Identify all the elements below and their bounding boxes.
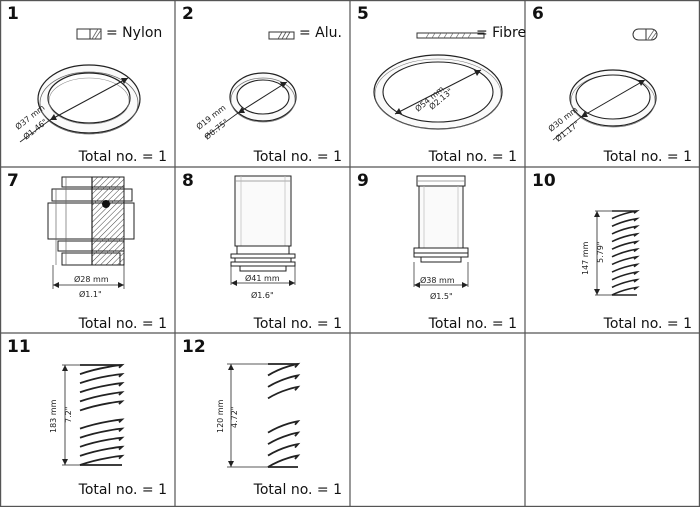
total-count-label: Total no. = 1 bbox=[428, 149, 517, 165]
total-count-label: Total no. = 1 bbox=[603, 149, 692, 165]
spring-coil bbox=[611, 248, 640, 258]
nylon-material-swatch-icon bbox=[76, 28, 102, 40]
length-inch-label: 5.79" bbox=[596, 242, 605, 264]
spring-drawing: 147 mm 5.79" bbox=[581, 209, 640, 296]
total-count-label: Total no. = 1 bbox=[603, 316, 692, 332]
part-cell-9: 9 Ø38 mm Ø1.5" Total no. = 1 bbox=[350, 167, 525, 336]
spring-coil bbox=[267, 454, 301, 468]
part-number: 10 bbox=[532, 171, 556, 191]
spring-coil bbox=[79, 400, 125, 412]
part-cell-11: 11 183 mm 7.2" Total no. = 1 bbox=[0, 333, 175, 502]
total-count-label: Total no. = 1 bbox=[78, 482, 167, 498]
spring-coil bbox=[611, 232, 640, 243]
alu-material-swatch-icon bbox=[268, 31, 295, 40]
spring-coil bbox=[79, 391, 125, 403]
length-inch-label: 7.2" bbox=[64, 407, 73, 423]
spring-coil bbox=[267, 362, 301, 377]
part-number: 1 bbox=[7, 4, 19, 24]
part-number: 11 bbox=[7, 337, 31, 357]
length-mm-label: 120 mm bbox=[216, 399, 225, 433]
diameter-mm-label: Ø28 mm bbox=[74, 274, 109, 284]
total-count-label: Total no. = 1 bbox=[78, 149, 167, 165]
fibre-ring-drawing: Ø54 mm Ø2.13" bbox=[373, 54, 503, 130]
spring-coil bbox=[79, 418, 125, 430]
length-mm-label: 147 mm bbox=[581, 241, 590, 275]
o-ring-material-swatch-icon bbox=[632, 28, 658, 41]
part-number: 2 bbox=[182, 4, 194, 24]
spring-coil bbox=[611, 209, 640, 220]
o-ring-drawing: Ø30 mm Ø1.17" bbox=[546, 69, 657, 144]
total-count-label: Total no. = 1 bbox=[253, 149, 342, 165]
part-number: 8 bbox=[182, 171, 194, 191]
material-label: = Fibre bbox=[476, 25, 527, 41]
material-label: = Alu. bbox=[299, 25, 342, 41]
spring-coil bbox=[267, 419, 301, 434]
part-cell-2: 2 = Alu. Ø19 mm Ø0.75" Total no. = 1 bbox=[175, 0, 350, 169]
diameter-mm-label: Ø41 mm bbox=[245, 273, 280, 283]
armature-section-drawing: Ø28 mm Ø1.1" bbox=[47, 176, 135, 299]
part-cell-7: 7 Ø28 mm Ø1.1" Total no. = bbox=[0, 167, 175, 336]
spring-coil bbox=[611, 278, 640, 289]
spring-drawing: 183 mm 7.2" bbox=[49, 363, 125, 466]
diameter-inch-label: Ø1.6" bbox=[251, 290, 274, 300]
spring-coil bbox=[611, 225, 640, 235]
total-count-label: Total no. = 1 bbox=[253, 316, 342, 332]
length-inch-label: 4.72" bbox=[230, 407, 239, 429]
spring-coil bbox=[611, 240, 640, 250]
total-count-label: Total no. = 1 bbox=[253, 482, 342, 498]
spring-coil bbox=[267, 442, 301, 457]
part-cell-1: 1 = Nylon Ø37 mm Ø1.46" Total no. = 1 bbox=[0, 0, 175, 169]
part-number: 9 bbox=[357, 171, 369, 191]
spring-coil bbox=[79, 454, 125, 466]
armature-tube-drawing: Ø41 mm Ø1.6" bbox=[230, 175, 296, 300]
alu-ring-drawing: Ø19 mm Ø0.75" bbox=[194, 72, 297, 142]
diameter-mm-label: Ø38 mm bbox=[420, 275, 455, 285]
part-number: 12 bbox=[182, 337, 206, 357]
spring-coil bbox=[611, 263, 640, 273]
part-cell-12: 12 120 mm 4.72" Total no. = 1 bbox=[175, 333, 350, 502]
spring-coil bbox=[611, 255, 640, 266]
spring-coil bbox=[79, 363, 125, 375]
diameter-inch-label: Ø1.1" bbox=[79, 289, 102, 299]
spring-drawing: 120 mm 4.72" bbox=[216, 362, 301, 468]
total-count-label: Total no. = 1 bbox=[78, 316, 167, 332]
spring-coil bbox=[79, 427, 125, 439]
material-label: = Nylon bbox=[106, 25, 163, 41]
spring-coil bbox=[611, 286, 640, 296]
spring-coil bbox=[79, 382, 125, 394]
part-cell-10: 10 147 mm 5.79" Total no. = 1 bbox=[525, 167, 700, 336]
spring-coil bbox=[267, 385, 301, 400]
nylon-ring-drawing: Ø37 mm Ø1.46" bbox=[13, 64, 141, 143]
part-number: 5 bbox=[357, 4, 369, 24]
part-number: 7 bbox=[7, 171, 19, 191]
diameter-inch-label: Ø1.5" bbox=[430, 291, 453, 301]
spring-coil bbox=[79, 436, 125, 448]
part-cell-5: 5 = Fibre Ø54 mm Ø2.13" Total no. = 1 bbox=[350, 0, 527, 169]
part-cell-6: 6 Ø30 mm Ø1.17" Total no. = 1 bbox=[525, 0, 700, 169]
fibre-material-swatch-icon bbox=[416, 32, 485, 39]
part-number: 6 bbox=[532, 4, 544, 24]
length-mm-label: 183 mm bbox=[49, 399, 58, 433]
spring-coil bbox=[267, 431, 301, 445]
spring-coil bbox=[611, 217, 640, 227]
spring-coil bbox=[611, 270, 640, 281]
part-cell-8: 8 Ø41 mm Ø1.6" Total no. = 1 bbox=[175, 167, 350, 336]
spring-coil bbox=[79, 445, 125, 457]
spring-coil bbox=[79, 372, 125, 385]
spring-coil bbox=[267, 374, 301, 388]
armature-tube-drawing: Ø38 mm Ø1.5" bbox=[413, 175, 469, 301]
total-count-label: Total no. = 1 bbox=[428, 316, 517, 332]
